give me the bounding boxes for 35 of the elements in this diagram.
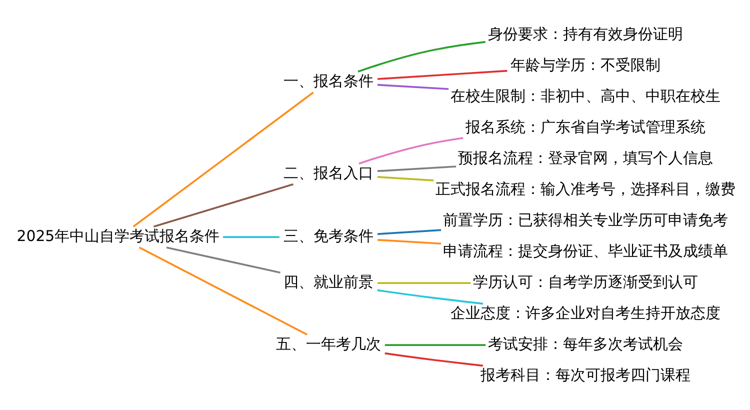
node-text: 预报名流程：登录官网，填写个人信息 [458,148,713,166]
connector [384,344,486,346]
connector [376,288,483,304]
connector [357,40,485,72]
connector [132,91,314,227]
node-text: 企业态度：许多企业对自考生持开放态度 [450,303,720,322]
node-text: 身份要求：持有有效身份证明 [488,24,683,42]
connector [138,246,307,335]
node-text: 报考科目：每次可报考四门课程 [480,365,690,384]
connector [166,246,280,274]
connector [152,182,293,228]
node-text: 正式报名流程：输入准考号，选择科目，缴费 [435,179,736,198]
connector [376,238,441,244]
node-text: 三、免考条件 [282,226,373,244]
node-text: 2025年中山自学考试报名条件 [16,226,220,244]
node-text: 申请流程：提交身份证、毕业证书及成绩单 [442,241,728,260]
node-text: 二、报名入口 [282,163,373,182]
node-text: 四、就业前景 [282,272,373,290]
connector [222,236,279,238]
node-text: 在校生限制：非初中、高中、中职在校生 [450,86,720,104]
connector [384,352,483,366]
node-text: 一、报名条件 [282,71,373,90]
node-text: 考试安排：每年多次考试机会 [488,334,683,352]
connector [358,136,463,164]
connector [377,282,470,284]
connector [376,83,448,90]
connector [376,228,441,234]
connector [376,69,507,80]
connector [376,176,434,181]
node-text: 前置学历：已获得相关专业学历可申请免考 [442,210,728,228]
node-text: 报名系统：广东省自学考试管理系统 [465,117,706,136]
connector [376,165,456,172]
node-text: 年龄与学历：不受限制 [510,55,660,74]
node-text: 学历认可：自考学历逐渐受到认可 [472,272,698,290]
node-text: 五、一年考几次 [275,334,380,352]
